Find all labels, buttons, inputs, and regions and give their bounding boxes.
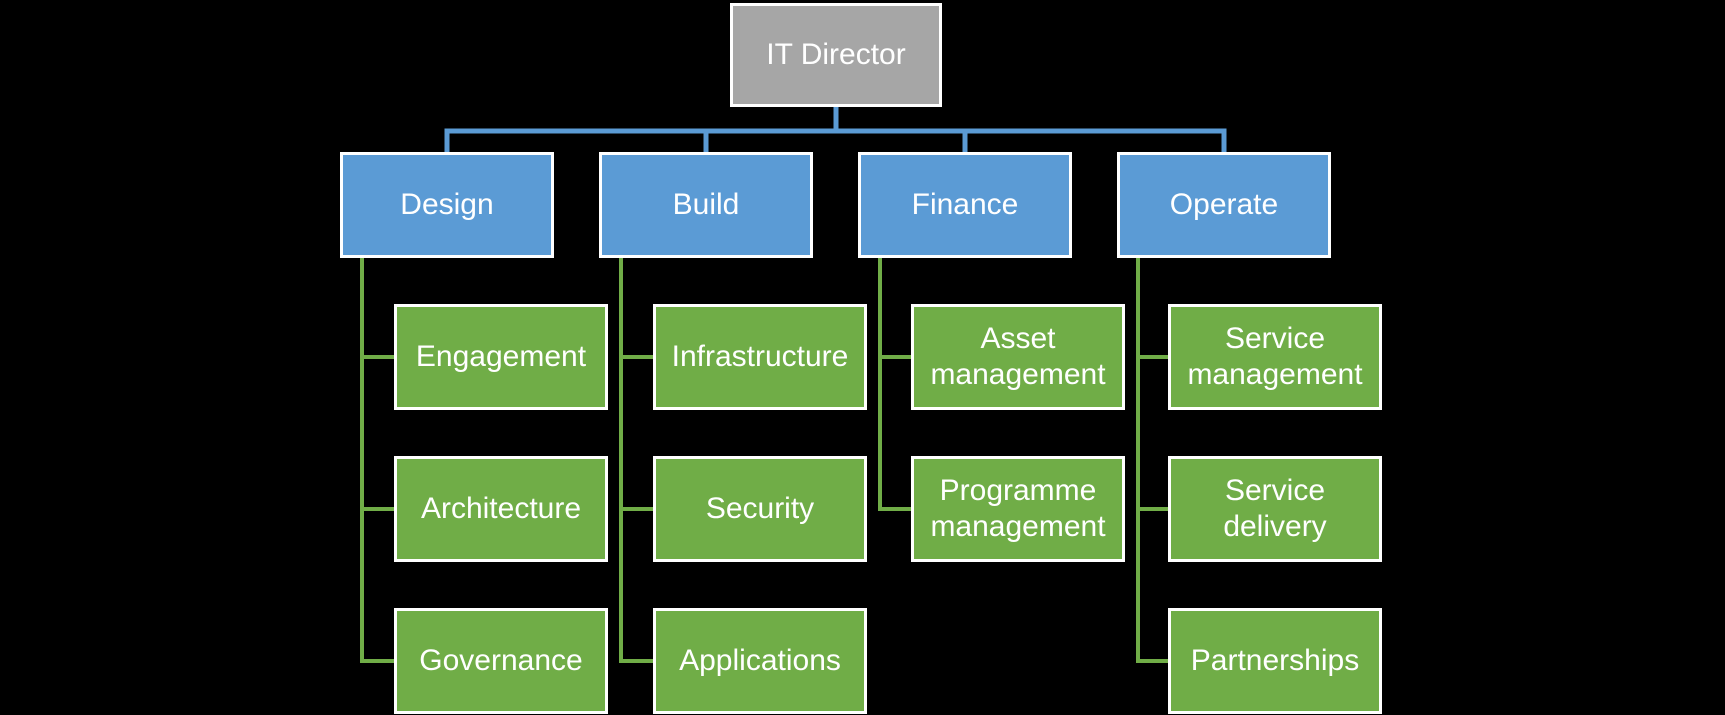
node-label: Infrastructure [671, 340, 849, 373]
node-label: Service delivery [1223, 474, 1327, 543]
node-programme-management: Programme management [911, 456, 1125, 562]
node-operate: Operate [1117, 152, 1331, 258]
build-branch-connector [619, 258, 653, 663]
design-branch-connector [360, 258, 394, 663]
node-engagement: Engagement [394, 304, 608, 410]
node-label: Governance [419, 644, 583, 677]
node-label: Applications [679, 644, 841, 677]
node-governance: Governance [394, 608, 608, 714]
node-label: Engagement [415, 340, 587, 373]
node-label: Service management [1187, 322, 1363, 391]
node-label: IT Director [766, 38, 906, 71]
node-label: Architecture [420, 492, 582, 525]
node-label: Partnerships [1190, 644, 1360, 677]
node-label: Security [705, 492, 815, 525]
node-service-management: Service management [1168, 304, 1382, 410]
node-architecture: Architecture [394, 456, 608, 562]
node-label: Operate [1169, 188, 1279, 221]
node-it-director: IT Director [730, 3, 942, 107]
finance-branch-connector [878, 258, 911, 511]
operate-branch-connector [1136, 258, 1168, 663]
node-label: Programme management [930, 474, 1106, 543]
node-service-delivery: Service delivery [1168, 456, 1382, 562]
node-asset-management: Asset management [911, 304, 1125, 410]
node-partnerships: Partnerships [1168, 608, 1382, 714]
node-finance: Finance [858, 152, 1072, 258]
node-label: Asset management [930, 322, 1106, 391]
node-label: Finance [911, 188, 1019, 221]
node-label: Design [400, 188, 494, 221]
node-design: Design [340, 152, 554, 258]
level1-connector-lines [444, 107, 1227, 152]
node-build: Build [599, 152, 813, 258]
node-applications: Applications [653, 608, 867, 714]
node-security: Security [653, 456, 867, 562]
node-label: Build [672, 188, 740, 221]
node-infrastructure: Infrastructure [653, 304, 867, 410]
